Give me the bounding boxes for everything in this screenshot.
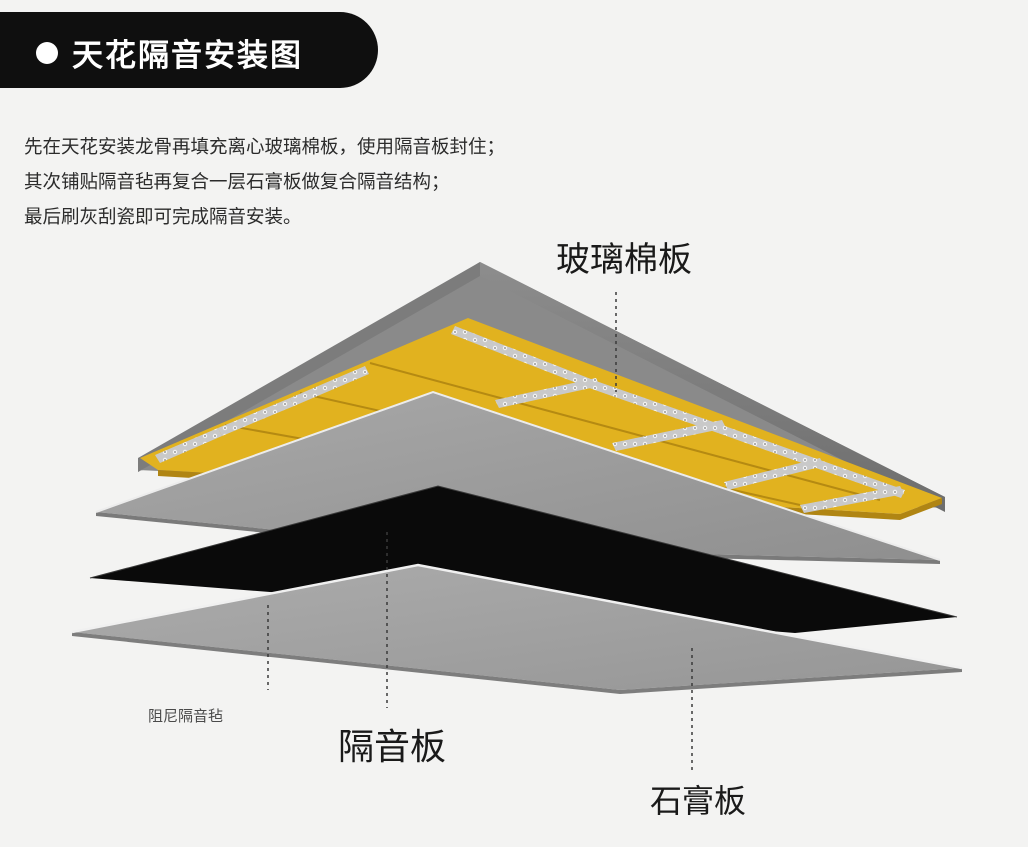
label-soundproof-board: 隔音板 (338, 727, 447, 768)
page-title: 天花隔音安装图 (72, 38, 303, 74)
intro-text: 先在天花安装龙骨再填充离心玻璃棉板，使用隔音板封住； 其次铺贴隔音毡再复合一层石… (24, 130, 505, 235)
damping-felt (89, 485, 958, 633)
leader-lines (267, 292, 693, 770)
intro-line: 其次铺贴隔音毡再复合一层石膏板做复合隔音结构； (24, 172, 450, 193)
header-banner (0, 12, 378, 88)
keel-frame (155, 326, 905, 513)
label-damping-felt: 阻尼隔音毡 (148, 707, 224, 725)
soundproof-board (95, 390, 941, 564)
bullet-dot-icon (36, 42, 58, 64)
label-gypsum-board: 石膏板 (650, 782, 747, 820)
gypsum-board (71, 563, 963, 694)
intro-line: 最后刷灰刮瓷即可完成隔音安装。 (24, 207, 302, 228)
label-glass-wool-board: 玻璃棉板 (556, 240, 692, 280)
intro-line: 先在天花安装龙骨再填充离心玻璃棉板，使用隔音板封住； (24, 137, 506, 158)
